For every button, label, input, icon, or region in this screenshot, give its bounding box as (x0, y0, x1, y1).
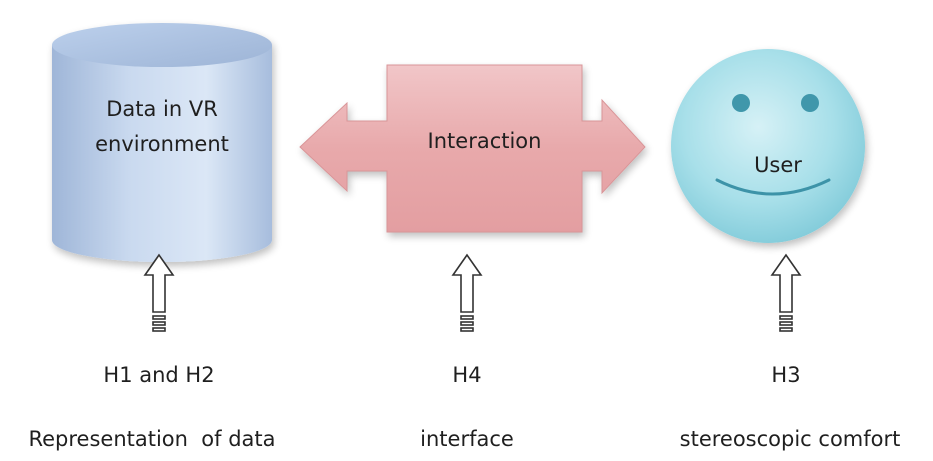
data-cylinder (52, 23, 272, 262)
up-arrow-data (143, 253, 175, 332)
hypothesis-label-user: H3 (771, 363, 801, 387)
hypothesis-label-interaction: H4 (452, 363, 482, 387)
hypothesis-label-data: H1 and H2 (103, 363, 215, 387)
left-eye-icon (732, 94, 750, 112)
right-eye-icon (801, 94, 819, 112)
up-arrow-user (770, 253, 802, 332)
data-node-label-line2: environment (95, 132, 229, 156)
smile-mouth (715, 178, 831, 196)
data-node-label-line1: Data in VR (106, 97, 218, 121)
up-arrow-interaction (451, 253, 483, 332)
interaction-node-label: Interaction (427, 129, 542, 153)
description-label-data: Representation of data (28, 427, 276, 451)
user-node-label: User (754, 153, 802, 177)
interaction-double-arrow (299, 64, 646, 233)
description-label-user: stereoscopic comfort (679, 427, 901, 451)
description-label-interaction: interface (420, 427, 514, 451)
user-smiley (671, 49, 865, 243)
data-node-label: Data in VR environment (62, 92, 262, 162)
